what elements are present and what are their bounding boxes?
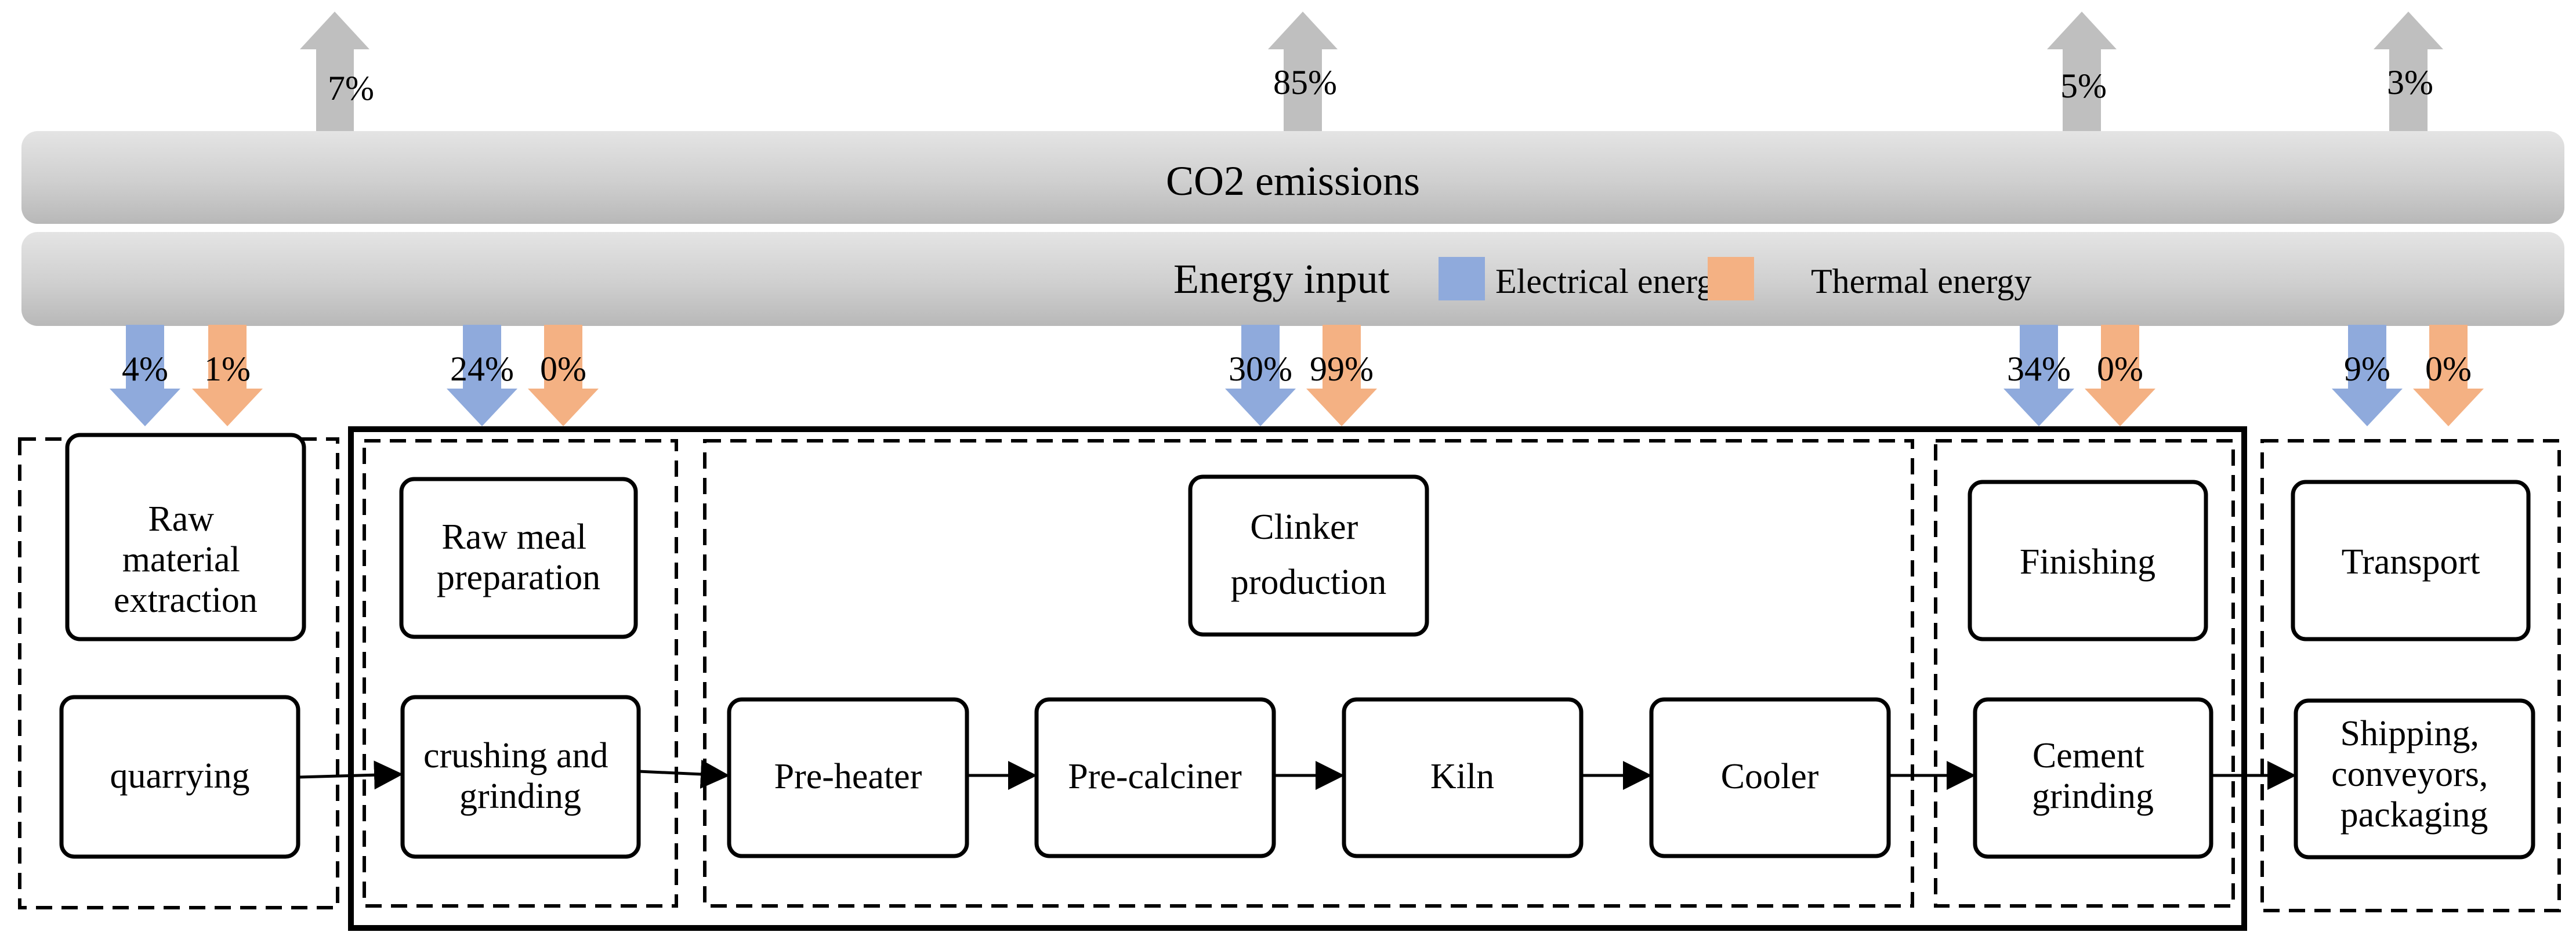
emission-pct-finishing: 5%	[2060, 67, 2107, 105]
thermal-arrow-transport	[2413, 325, 2484, 426]
box-raw-meal-preparation	[399, 477, 638, 639]
label-quarrying: quarrying	[110, 756, 249, 796]
label-kiln: Kiln	[1430, 757, 1494, 796]
label-finishing-title: Finishing	[2020, 542, 2155, 582]
electrical-pct-raw-material: 4%	[122, 350, 168, 388]
thermal-pct-raw-meal: 0%	[540, 350, 586, 388]
emission-pct-raw-material: 7%	[328, 69, 374, 107]
thermal-pct-clinker: 99%	[1310, 350, 1374, 388]
flow-arrow-1	[298, 760, 403, 790]
label-cooler: Cooler	[1721, 757, 1819, 796]
label-clinker-title: Clinker production	[1231, 507, 1387, 602]
legend-swatch-electrical	[1439, 257, 1485, 300]
label-transport-title: Transport	[2342, 542, 2480, 582]
legend-swatch-thermal	[1708, 257, 1754, 300]
flow-arrow-2	[638, 759, 730, 789]
label-pre-heater: Pre-heater	[774, 757, 922, 796]
legend: Electrical energy Thermal energy	[1439, 257, 2031, 300]
emission-pct-transport: 3%	[2387, 63, 2433, 101]
thermal-pct-finishing: 0%	[2097, 350, 2143, 388]
label-raw-meal-title: Raw meal preparation	[437, 517, 600, 597]
main-process-frame	[348, 426, 2247, 931]
thermal-pct-raw-material: 1%	[204, 350, 251, 388]
thermal-arrow-clinker	[1306, 325, 1377, 426]
label-cement-grinding: Cement grinding	[2032, 736, 2154, 816]
emission-arrow-clinker	[1268, 12, 1338, 136]
box-raw-material-extraction	[65, 433, 306, 641]
thermal-arrow-finishing	[2085, 325, 2155, 426]
stage-frame-raw-meal	[363, 439, 678, 908]
stage-frame-clinker	[703, 439, 1914, 908]
electrical-arrow-raw-meal	[447, 325, 517, 426]
thermal-arrow-raw-material	[192, 325, 263, 426]
emission-arrow-finishing	[2047, 12, 2117, 136]
co2-emissions-band	[21, 131, 2564, 224]
electrical-pct-transport: 9%	[2344, 350, 2390, 388]
electrical-pct-clinker: 30%	[1229, 350, 1292, 388]
label-raw-material-title: Raw material extraction	[114, 499, 258, 620]
box-transport	[2291, 480, 2531, 641]
label-pre-calciner: Pre-calciner	[1068, 757, 1242, 796]
electrical-arrow-finishing	[2003, 325, 2074, 426]
electrical-arrow-clinker	[1225, 325, 1296, 426]
emission-pct-clinker: 85%	[1273, 63, 1337, 101]
label-crushing-grinding: crushing and grinding	[423, 736, 617, 816]
label-shipping: Shipping, conveyors, packaging	[2331, 714, 2497, 835]
energy-input-label: Energy input	[1173, 256, 1390, 302]
emission-arrows	[300, 12, 2443, 136]
emission-arrow-raw-material	[300, 12, 369, 136]
emission-arrow-transport	[2374, 12, 2443, 136]
energy-arrows	[110, 325, 2484, 426]
legend-label-electrical: Electrical energy	[1495, 262, 1731, 300]
electrical-arrow-transport	[2332, 325, 2403, 426]
thermal-arrow-raw-meal	[528, 325, 599, 426]
box-finishing	[1968, 480, 2208, 641]
co2-emissions-label: CO2 emissions	[1166, 158, 1420, 204]
electrical-pct-raw-meal: 24%	[450, 350, 514, 388]
thermal-pct-transport: 0%	[2425, 350, 2472, 388]
energy-input-band	[21, 232, 2564, 326]
electrical-arrow-raw-material	[110, 325, 180, 426]
legend-label-thermal: Thermal energy	[1811, 262, 2031, 300]
electrical-pct-finishing: 34%	[2007, 350, 2071, 388]
box-clinker-production	[1188, 474, 1429, 637]
